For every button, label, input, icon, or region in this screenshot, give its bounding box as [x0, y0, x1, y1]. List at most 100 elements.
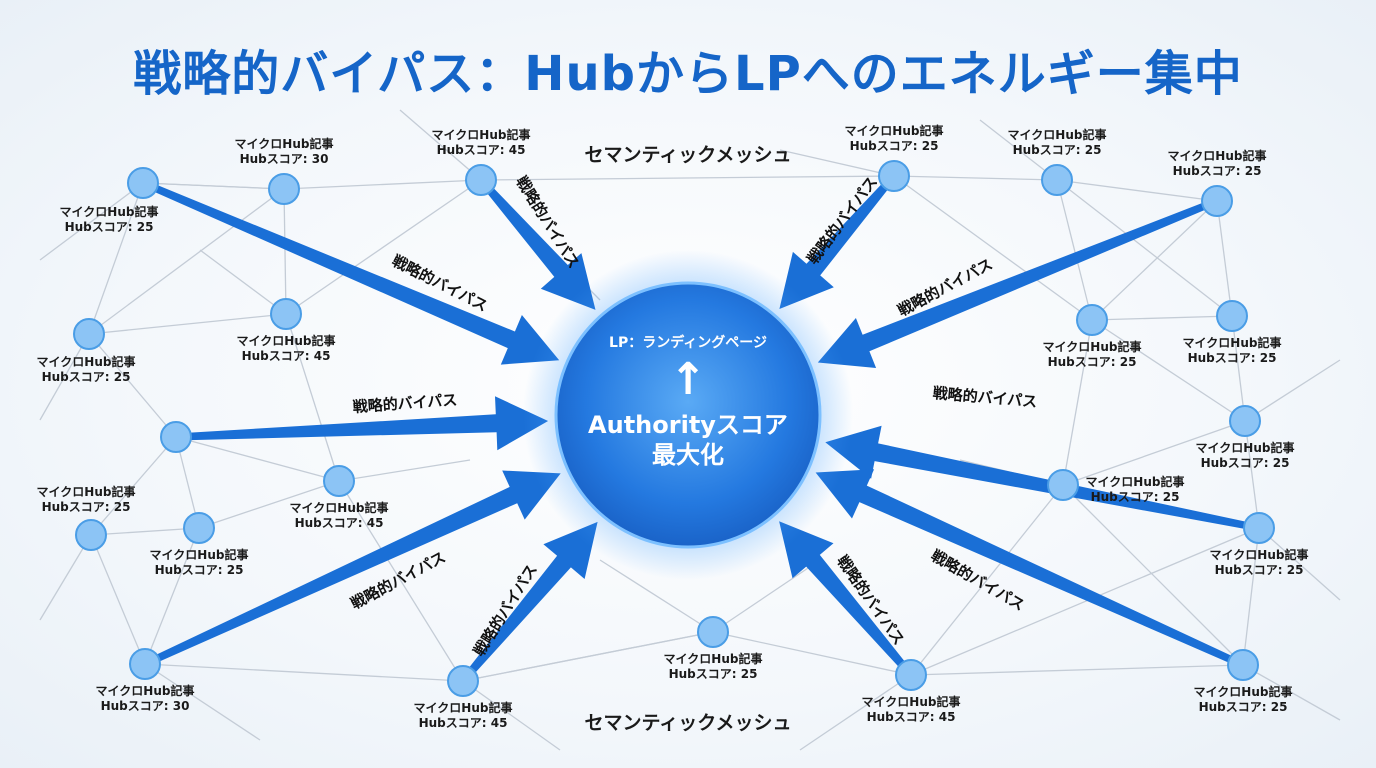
node-title: マイクロHub記事 — [1167, 149, 1267, 163]
hub-node — [1229, 405, 1261, 437]
node-score: Hubスコア: 25 — [41, 500, 131, 514]
node-title: マイクロHub記事 — [1195, 441, 1295, 455]
mesh-line — [285, 179, 482, 315]
node-title: マイクロHub記事 — [431, 128, 531, 142]
page-title: 戦略的バイパス：HubからLPへのエネルギー集中 — [133, 46, 1243, 102]
node-score: Hubスコア: 45 — [241, 349, 331, 363]
node-score: Hubスコア: 25 — [1012, 143, 1102, 157]
mesh-line — [283, 179, 482, 190]
hub-node — [127, 167, 159, 199]
mesh-line — [142, 182, 285, 190]
maximize-label: 最大化 — [652, 441, 724, 469]
mesh-line — [1244, 420, 1260, 529]
bypass-arrow — [825, 425, 1260, 532]
core-circle — [554, 281, 822, 549]
mesh-line — [88, 188, 285, 335]
node-score: Hubスコア: 25 — [1172, 164, 1262, 178]
node-title: マイクロHub記事 — [1042, 340, 1142, 354]
node-score: Hubスコア: 25 — [1200, 456, 1290, 470]
node-score: Hubスコア: 25 — [849, 139, 939, 153]
mesh-line — [1091, 319, 1246, 422]
mesh-line — [1258, 527, 1341, 601]
bypass-arrow — [779, 173, 897, 309]
node-title: マイクロHub記事 — [59, 205, 159, 219]
node-score: Hubスコア: 25 — [41, 370, 131, 384]
mesh-line — [1062, 319, 1093, 486]
hub-node — [270, 298, 302, 330]
up-arrow-icon: ↑ — [669, 354, 707, 405]
mesh-line — [1242, 527, 1260, 666]
node-title: マイクロHub記事 — [1007, 128, 1107, 142]
mesh-line — [144, 663, 261, 741]
node-title: マイクロHub記事 — [36, 355, 136, 369]
hub-node — [895, 659, 927, 691]
mesh-line — [910, 527, 1260, 676]
bypass-arrow — [175, 396, 549, 451]
mesh-line — [283, 188, 287, 315]
hub-node — [1216, 300, 1248, 332]
node-title: マイクロHub記事 — [36, 485, 136, 499]
mesh-line — [893, 175, 1058, 181]
mesh-line — [199, 249, 287, 315]
mesh-line — [462, 631, 714, 682]
hub-node — [268, 173, 300, 205]
node-score: Hubスコア: 25 — [1198, 700, 1288, 714]
node-title: マイクロHub記事 — [1182, 336, 1282, 350]
bypass-arrow — [143, 470, 561, 668]
node-title: マイクロHub記事 — [234, 137, 334, 151]
node-score: Hubスコア: 25 — [1047, 355, 1137, 369]
mesh-line — [144, 663, 464, 682]
mesh-line — [1062, 420, 1246, 486]
mesh-line — [88, 182, 144, 335]
mesh-line — [910, 484, 1064, 676]
hub-node — [1047, 469, 1079, 501]
mesh-line — [712, 559, 821, 633]
node-title: マイクロHub記事 — [663, 652, 763, 666]
mesh-line — [175, 436, 340, 482]
node-title: マイクロHub記事 — [844, 124, 944, 138]
mesh-line — [1056, 179, 1233, 317]
mesh-line — [198, 480, 340, 529]
bypass-arrow — [478, 177, 596, 310]
bypass-arrow — [779, 521, 914, 678]
hub-node — [1201, 185, 1233, 217]
node-score: Hubスコア: 25 — [1214, 563, 1304, 577]
hub-node — [465, 164, 497, 196]
mesh-line — [979, 119, 1058, 181]
mesh-line — [338, 480, 464, 682]
node-score: Hubスコア: 45 — [294, 516, 384, 530]
node-score: Hubスコア: 45 — [436, 143, 526, 157]
node-title: マイクロHub記事 — [289, 501, 389, 515]
node-title: マイクロHub記事 — [861, 695, 961, 709]
bypass-arrows — [141, 173, 1260, 684]
mesh-line — [39, 182, 144, 261]
node-title: マイクロHub記事 — [95, 684, 195, 698]
mesh-line — [1244, 359, 1341, 422]
hub-nodes — [73, 160, 1275, 697]
node-score: Hubスコア: 25 — [1090, 490, 1180, 504]
mesh-line — [480, 175, 895, 181]
node-score: Hubスコア: 30 — [239, 152, 329, 166]
authority-label: Authorityスコア — [588, 411, 788, 439]
mesh-line — [712, 631, 912, 676]
node-score: Hubスコア: 25 — [1187, 351, 1277, 365]
node-title: マイクロHub記事 — [236, 334, 336, 348]
mesh-line — [1231, 315, 1246, 422]
node-score: Hubスコア: 25 — [64, 220, 154, 234]
mesh-line — [1062, 484, 1244, 666]
hub-node — [73, 318, 105, 350]
mesh-line — [285, 313, 340, 482]
mesh-line — [910, 664, 1244, 676]
node-score: Hubスコア: 45 — [866, 710, 956, 724]
